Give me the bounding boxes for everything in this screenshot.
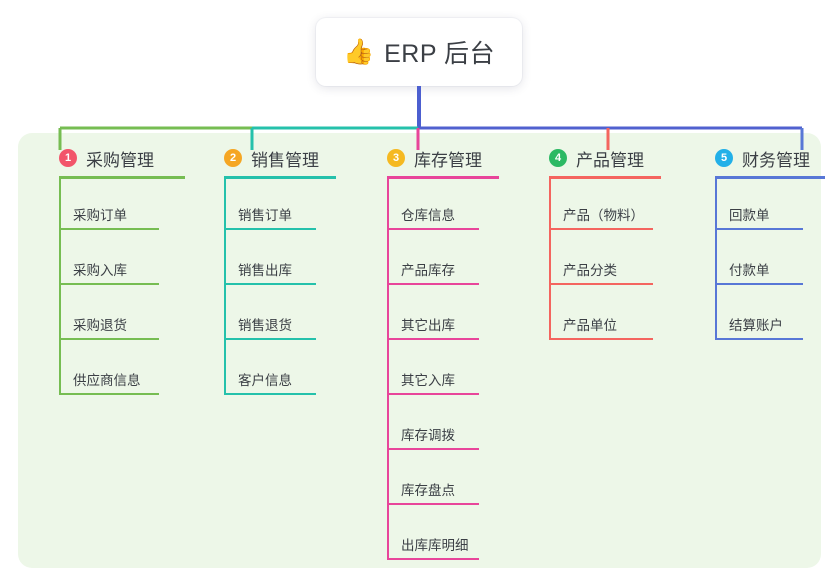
thumbs-up-icon: 👍 [342,37,375,66]
branch-badge-icon: 2 [224,149,242,167]
root-node[interactable]: 👍 ERP 后台 [316,18,522,86]
branch-spine [224,179,226,395]
branch-badge-icon: 4 [549,149,567,167]
branch-column-5: 5 财务管理回款单付款单结算账户 [696,146,825,340]
branch-header-1[interactable]: 1 采购管理 [40,146,154,170]
leaf-item-label: 产品库存 [401,263,455,278]
branch-badge-icon: 1 [59,149,77,167]
leaf-item-label: 产品单位 [563,318,617,333]
branch-underline [224,176,336,179]
leaf-item-label: 产品分类 [563,263,617,278]
branch-underline [387,176,499,179]
branch-spine [387,179,389,560]
leaf-item-underline [549,283,653,285]
leaf-item-label: 销售退货 [238,318,292,333]
leaf-item-underline [387,558,479,560]
branch-header-4[interactable]: 4 产品管理 [530,146,644,170]
branch-column-4: 4 产品管理产品（物料） 产品分类产品单位 [530,146,661,340]
leaf-item-underline [549,338,653,340]
branch-title: 销售管理 [251,150,319,170]
branch-column-1: 1 采购管理采购订单采购入库采购退货供应商信息 [40,146,185,395]
leaf-item-underline [387,448,479,450]
leaf-item-label: 供应商信息 [73,373,141,388]
leaf-item-underline [59,228,159,230]
leaf-item-underline [224,283,316,285]
leaf-item-underline [387,338,479,340]
leaf-item-underline [59,283,159,285]
leaf-item-underline [715,283,803,285]
branch-underline [549,176,661,179]
branch-badge-icon: 5 [715,149,733,167]
branch-underline [59,176,185,179]
leaf-item-label: 结算账户 [729,318,783,333]
leaf-item-underline [224,228,316,230]
leaf-item-label: 采购入库 [73,263,127,278]
leaf-item-underline [715,338,803,340]
branch-badge-icon: 3 [387,149,405,167]
leaf-item-label: 库存盘点 [401,483,455,498]
leaf-item-underline [549,228,653,230]
leaf-item-label: 付款单 [729,263,770,278]
branch-header-2[interactable]: 2 销售管理 [205,146,319,170]
branch-header-3[interactable]: 3 库存管理 [368,146,482,170]
leaf-item-underline [224,338,316,340]
leaf-item-underline [224,393,316,395]
leaf-item-underline [387,503,479,505]
leaf-item-underline [387,283,479,285]
branch-spine [549,179,551,340]
branch-title: 财务管理 [742,150,810,170]
branch-spine [715,179,717,340]
leaf-item-label: 库存调拨 [401,428,455,443]
leaf-item-label: 回款单 [729,208,770,223]
branches-panel [18,133,821,568]
leaf-item-label: 销售订单 [238,208,292,223]
leaf-item-label: 采购订单 [73,208,127,223]
branch-column-2: 2 销售管理销售订单销售出库销售退货客户信息 [205,146,336,395]
branch-underline [715,176,825,179]
leaf-item-underline [715,228,803,230]
leaf-item-label: 仓库信息 [401,208,455,223]
root-title: ERP 后台 [384,40,496,68]
leaf-item-label: 出库库明细 [401,538,469,553]
leaf-item-underline [59,338,159,340]
leaf-item-underline [387,228,479,230]
leaf-item-label: 采购退货 [73,318,127,333]
leaf-item-label: 产品（物料） [563,208,644,223]
leaf-item-label: 客户信息 [238,373,292,388]
branch-header-5[interactable]: 5 财务管理 [696,146,810,170]
branch-title: 库存管理 [414,150,482,170]
leaf-item-underline [387,393,479,395]
branch-spine [59,179,61,395]
branch-title: 产品管理 [576,150,644,170]
leaf-item-label: 销售出库 [238,263,292,278]
leaf-item-label: 其它出库 [401,318,455,333]
branch-column-3: 3 库存管理仓库信息产品库存其它出库其它入库库存调拨库存盘点出库库明细 [368,146,499,560]
leaf-item-label: 其它入库 [401,373,455,388]
leaf-item-underline [59,393,159,395]
branch-title: 采购管理 [86,150,154,170]
